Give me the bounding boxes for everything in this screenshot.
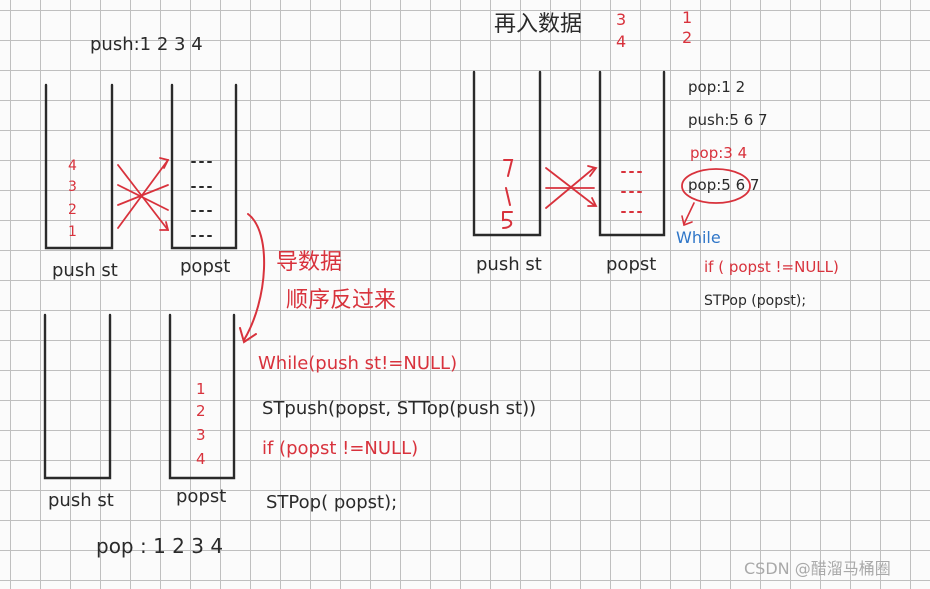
reinput-num-2: 2 [682, 28, 693, 47]
code-stpush-line: STpush(popst, STTop(push st)) [262, 398, 537, 419]
pushst-item-3: 3 [68, 179, 77, 195]
popst-label-right: popst [606, 254, 657, 275]
pushst-item-4: 4 [68, 158, 77, 174]
reinput-title: 再入数据 [494, 12, 583, 37]
op-pop-567-circled: pop:5 6 7 [688, 176, 760, 194]
pushst-container-right [472, 70, 542, 237]
code-if-line: if (popst !=NULL) [262, 438, 419, 459]
popst-container-top-left [170, 83, 238, 250]
popst-item-1: 1 [196, 380, 206, 398]
pushst-label-top-left: push st [52, 260, 118, 281]
watermark: CSDN @醋溜马桶圈 [744, 559, 891, 578]
popst-container-right [598, 70, 666, 237]
op-pop-12: pop:1 2 [688, 78, 746, 96]
popst-item-3: 3 [196, 426, 206, 444]
pop-result: pop : 1 2 3 4 [96, 534, 224, 558]
pushst-label-right: push st [476, 254, 542, 275]
reinput-num-4: 4 [616, 32, 627, 51]
pushst-label-bottom-left: push st [48, 490, 114, 511]
pushst-item-1: 1 [68, 224, 77, 240]
reinput-num-3: 3 [616, 10, 627, 29]
popst-item-2: 2 [196, 402, 206, 420]
pushst-item-2: 2 [68, 202, 77, 218]
popst-container-bottom-left [168, 313, 236, 480]
while-label: While [676, 228, 721, 247]
note-reverse-order: 顺序反过来 [286, 288, 397, 313]
pushst-container-bottom-left [43, 313, 112, 480]
right-stpop-line: STPop (popst); [704, 293, 807, 309]
reinput-num-1: 1 [682, 8, 693, 27]
popst-label-top-left: popst [180, 256, 231, 277]
push-title: push:1 2 3 4 [90, 34, 203, 55]
op-push-567: push:5 6 7 [688, 111, 768, 129]
code-stpop-line: STPop( popst); [266, 492, 398, 513]
right-if-line: if ( popst !=NULL) [704, 258, 839, 276]
code-while-line: While(push st!=NULL) [258, 353, 458, 374]
note-transfer-data: 导数据 [276, 250, 343, 275]
popst-label-bottom-left: popst [176, 486, 227, 507]
op-pop-34: pop:3 4 [690, 144, 748, 162]
popst-item-4: 4 [196, 450, 206, 468]
pushst-container-top-left [44, 83, 114, 250]
